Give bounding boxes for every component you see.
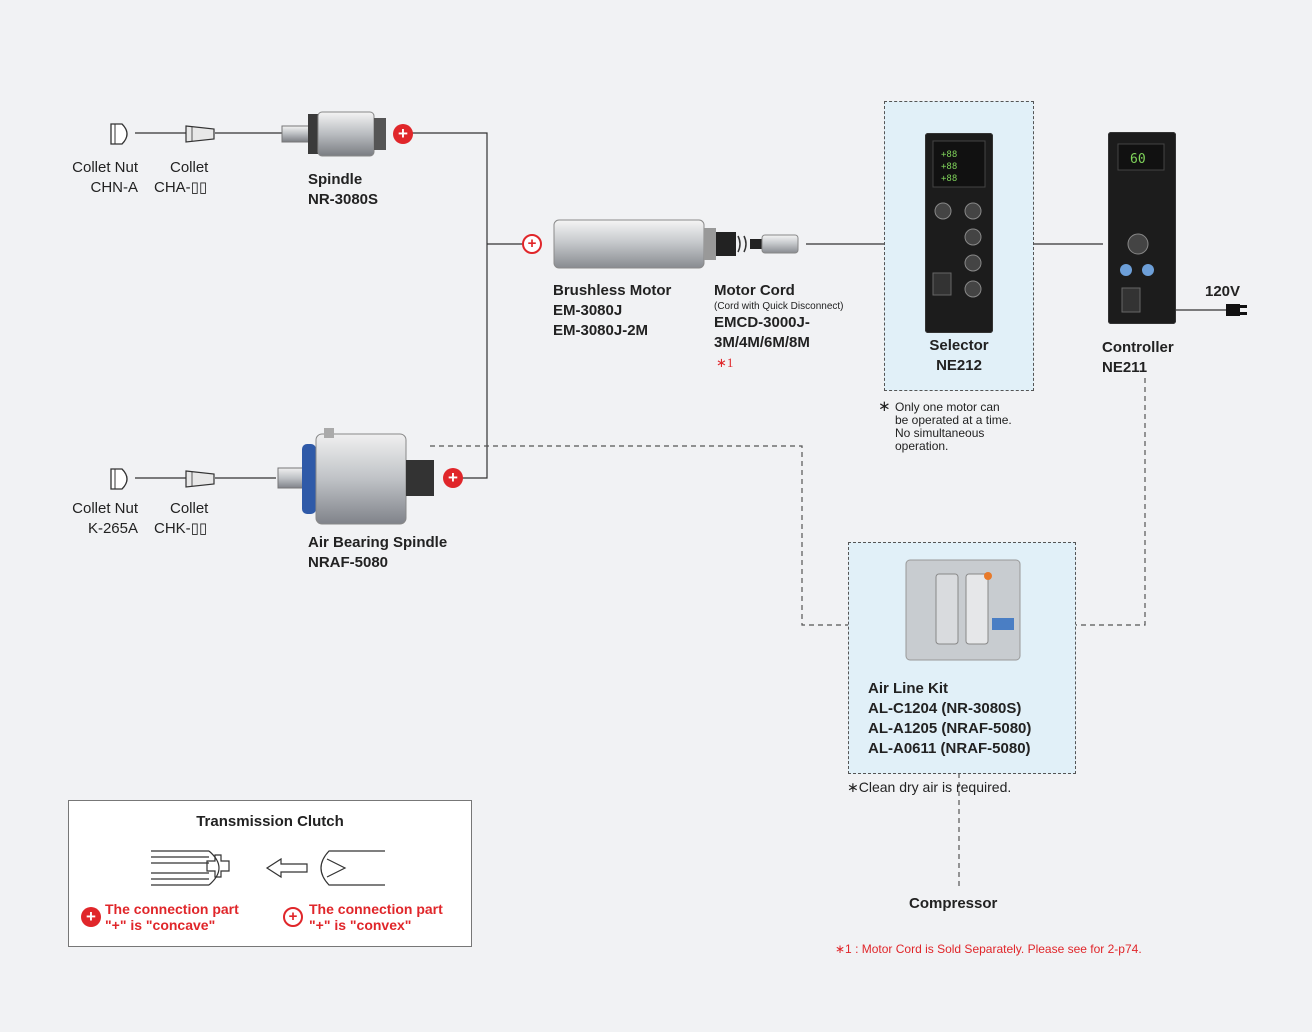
- selector-label: Selector NE212: [929, 337, 989, 374]
- collet-nut-icon: [110, 468, 128, 490]
- air-line-kit-label: Air Line Kit AL-C1204 (NR-3080S) AL-A120…: [868, 680, 1032, 757]
- collet-nut-label: Collet Nut CHN-A: [72, 159, 138, 196]
- concave-connection-icon: +: [443, 468, 463, 488]
- concave-connection-icon: +: [81, 907, 101, 927]
- svg-text:+88: +88: [941, 162, 957, 172]
- concave-connection-icon: +: [393, 124, 413, 144]
- collet-nut-icon: [110, 123, 128, 145]
- controller-label: Controller NE211: [1102, 339, 1174, 376]
- footnote: ∗1 : Motor Cord is Sold Separately. Plea…: [835, 942, 1142, 956]
- collet-label: Collet CHK-▯▯: [154, 500, 209, 537]
- selector-note: ∗ Only one motor can be operated at a ti…: [878, 398, 1012, 453]
- convex-connection-icon: +: [522, 234, 542, 254]
- legend-title: Transmission Clutch: [196, 813, 344, 830]
- air-line-kit-image: [905, 559, 1021, 661]
- svg-text:+88: +88: [941, 174, 957, 184]
- convex-connection-icon: +: [283, 907, 303, 927]
- svg-text:60: 60: [1130, 152, 1146, 167]
- collet-icon: [185, 470, 215, 488]
- transmission-clutch-legend: Transmission Clutch + The connection par…: [68, 800, 472, 947]
- brushless-motor-label: Brushless Motor EM-3080J EM-3080J-2M: [553, 282, 672, 339]
- legend-convex-text: The connection part "+" is "convex": [309, 901, 443, 933]
- clutch-diagram-icon: [151, 850, 385, 886]
- selector-device-image: +88 +88 +88: [925, 133, 993, 333]
- brushless-motor-image: [553, 219, 799, 269]
- compressor-label: Compressor: [909, 895, 998, 912]
- power-label: 120V: [1205, 283, 1241, 300]
- spindle-label: Spindle NR-3080S: [308, 171, 379, 208]
- controller-device-image: 60: [1108, 132, 1176, 324]
- collet-label: Collet CHA-▯▯: [154, 159, 209, 196]
- legend-concave-text: The connection part "+" is "concave": [105, 901, 239, 933]
- spindle-image: [281, 111, 386, 157]
- svg-text:+88: +88: [941, 150, 957, 160]
- air-bearing-spindle-label: Air Bearing Spindle NRAF-5080: [308, 534, 448, 571]
- collet-nut-label: Collet Nut K-265A: [72, 500, 138, 537]
- air-bearing-spindle-image: [277, 428, 434, 525]
- collet-icon: [185, 125, 215, 143]
- motor-cord-label: Motor Cord (Cord with Quick Disconnect) …: [714, 282, 844, 370]
- air-kit-note: ∗Clean dry air is required.: [847, 779, 1012, 795]
